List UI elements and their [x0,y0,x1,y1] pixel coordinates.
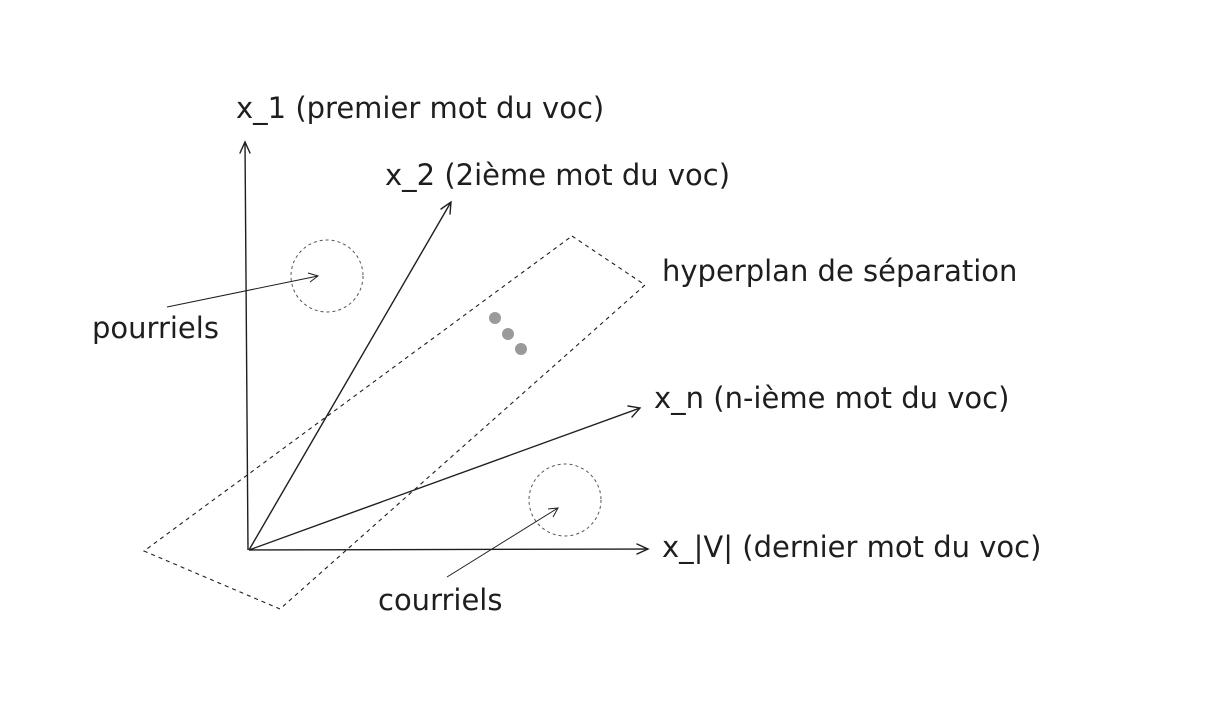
axis-x2-arrowhead [440,200,452,215]
spam-label: pourriels [92,311,219,345]
axis-x1-arrowhead [239,140,251,154]
hyperplane-label: hyperplan de séparation [662,254,1017,288]
axis-xv-label: x_|V| (dernier mot du voc) [662,530,1041,564]
axis-x2-label: x_2 (2ième mot du voc) [385,158,730,192]
axis-x1 [239,140,251,551]
axis-xn-label: x_n (n-ième mot du voc) [654,381,1009,415]
spam-cluster-circle [290,239,364,313]
axis-x2 [248,200,452,551]
axis-xn-arrowhead [627,405,642,418]
axis-xn [248,405,642,551]
ham-pointer-arrow [446,507,559,578]
ham-label: courriels [378,583,502,617]
axis-xv [248,543,650,555]
spam-pointer-arrow [166,272,320,308]
ham-cluster-circle [528,463,602,537]
axis-xv-arrowhead [636,543,650,555]
hyperplane-region [142,235,646,610]
ellipsis-dots [489,312,527,355]
axis-x1-label: x_1 (premier mot du voc) [236,91,604,125]
